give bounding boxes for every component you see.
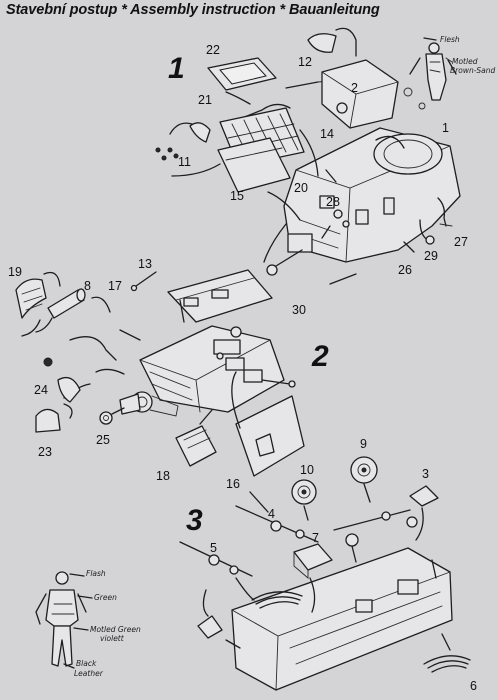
part-label-15: 15 [230, 189, 244, 203]
part-7-box [293, 543, 333, 579]
part-label-30: 30 [292, 303, 306, 317]
part-23-plate [35, 408, 61, 433]
step-2-label: 2 [311, 340, 329, 373]
step-1-label: 1 [168, 52, 185, 85]
paint-note-violett: violett [100, 634, 125, 643]
page-title: Stavební postup * Assembly instruction *… [6, 2, 380, 18]
part-label-7: 7 [312, 531, 319, 545]
part-9-wheel [350, 456, 378, 484]
paint-note-green: Green [94, 593, 117, 602]
part-label-28: 28 [326, 195, 340, 209]
part-30-handle [266, 249, 303, 276]
part-hatch-cover [307, 33, 337, 53]
part-13-rod [135, 271, 157, 287]
paint-note-flesh: Flesh [440, 35, 460, 44]
part-5-axle [179, 541, 253, 577]
part-label-18: 18 [156, 469, 170, 483]
part-label-10: 10 [300, 463, 314, 477]
part-label-19: 19 [8, 265, 22, 279]
crew-figure-bottom [35, 571, 87, 667]
part-12-rod [285, 81, 319, 89]
part-label-13: 13 [138, 257, 152, 271]
paint-note-motled-green: Motled Green [90, 625, 141, 634]
paint-note-brown-sand: Brown-Sand [450, 66, 496, 75]
part-label-6: 6 [470, 679, 477, 693]
part-label-17: 17 [108, 279, 122, 293]
crew-figure-top [403, 42, 457, 110]
part-3-block [409, 485, 439, 507]
step-3-label: 3 [186, 504, 203, 537]
step-1-group: Flesh Motled Brown-Sand [155, 27, 496, 285]
paint-note-leather: Leather [74, 669, 104, 678]
part-label-2: 2 [351, 81, 358, 95]
part-cone [197, 615, 223, 639]
part-28 [333, 209, 343, 219]
part-11-bracket [155, 122, 221, 177]
part-label-24: 24 [34, 383, 48, 397]
part-label-8: 8 [84, 279, 91, 293]
part-label-23: 23 [38, 445, 52, 459]
part-label-22: 22 [206, 43, 220, 57]
part-label-14: 14 [320, 127, 334, 141]
part-10-wheel [291, 479, 317, 505]
part-label-16: 16 [226, 477, 240, 491]
step-3-group: Flash Green Motled Green violett Black L… [35, 456, 471, 691]
part-15-floor [217, 137, 291, 193]
part-27 [437, 197, 447, 227]
part-leaf-spring-front [251, 591, 303, 609]
part-label-9: 9 [360, 437, 367, 451]
part-24-ring [43, 357, 81, 403]
part-label-1: 1 [442, 121, 449, 135]
paint-note-motled: Motled [452, 57, 478, 66]
part-16-plate [235, 395, 305, 477]
part-25-wheel [99, 411, 113, 425]
part-engine-block [139, 325, 285, 413]
part-label-12: 12 [298, 55, 312, 69]
part-label-25: 25 [96, 433, 110, 447]
part-4-axle [235, 505, 319, 543]
paint-note-flash: Flash [86, 569, 106, 578]
part-label-11: 11 [178, 155, 191, 169]
step-2-group [15, 269, 305, 477]
part-label-27: 27 [454, 235, 468, 249]
part-chassis [231, 547, 453, 691]
part-2-turret [321, 59, 399, 129]
part-8-muffler [21, 288, 86, 337]
part-antenna-rod [329, 273, 357, 285]
part-18-bin [175, 425, 217, 467]
paint-note-black: Black [76, 659, 97, 668]
part-label-5: 5 [210, 541, 217, 555]
part-6-leaf-spring [423, 655, 471, 673]
part-label-20: 20 [294, 181, 308, 195]
part-label-21: 21 [198, 93, 212, 107]
part-label-4: 4 [268, 507, 275, 521]
part-label-26: 26 [398, 263, 412, 277]
part-26 [403, 241, 415, 253]
part-label-3: 3 [422, 467, 429, 481]
part-22-frame [207, 57, 277, 91]
part-label-29: 29 [424, 249, 438, 263]
part-19-grille [15, 278, 47, 319]
